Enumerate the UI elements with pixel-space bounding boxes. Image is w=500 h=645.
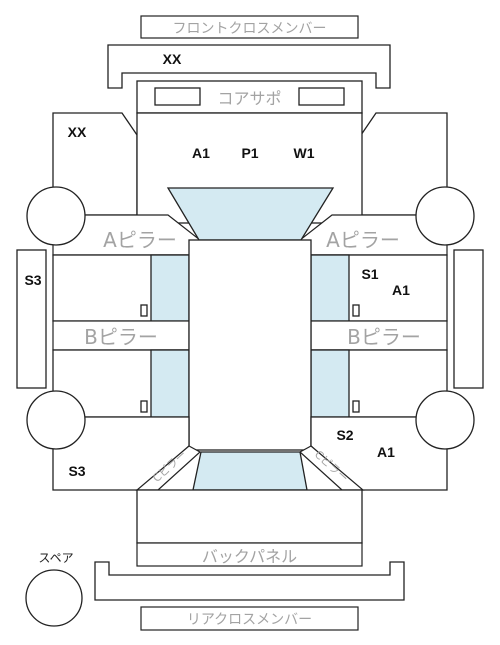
right-front-door-glass [310,254,350,322]
roof [188,239,312,451]
rear-right-wheel [415,390,475,450]
rear-cross-member-label: リアクロスメンバー [187,612,312,628]
windshield [166,187,335,241]
left-rear-quarter-grade: S3 [68,463,85,479]
right-rear-door-handle [352,400,360,413]
right-front-door-grade-s: S1 [361,266,378,282]
a-pillar-left-label: Aピラー [103,228,177,252]
right-front-door-handle [352,304,360,317]
b-pillar-left-label: Bピラー [84,325,158,349]
back-panel-label: バックパネル [202,547,297,566]
front-cross-member-box [140,15,359,39]
rear-bumper-bracket [94,561,405,601]
a-pillar-right-label: Aピラー [326,228,400,252]
right-side-strip [453,249,484,389]
spare-label: スペア [38,551,73,565]
front-left-side-grade: XX [68,124,87,140]
front-right-wheel [415,186,475,246]
front-bumper-bracket [107,44,391,89]
left-rear-door-handle [140,400,148,413]
back-panel-band [136,542,363,567]
left-front-door-glass [150,254,190,322]
right-rear-door-grade-a: A1 [377,444,395,460]
core-support-right-slot [298,87,345,106]
rear-cross-member-box [140,606,359,631]
core-support-label: コアサポ [217,89,281,108]
hood-grade-a: A1 [192,145,210,161]
b-pillar-right-label: Bピラー [347,325,421,349]
hood-grade-p: P1 [241,145,258,161]
trunk-lid [136,489,363,544]
core-support-left-slot [154,87,201,106]
right-rear-door-glass [310,349,350,418]
front-cross-member-label: フロントクロスメンバー [173,21,327,37]
right-rear-door-grade-s: S2 [336,427,353,443]
rear-left-wheel [26,390,86,450]
rear-window [192,451,308,491]
right-front-door-grade-a: A1 [392,282,410,298]
left-side-strip [16,249,47,389]
left-side-upper-grade: S3 [24,272,41,288]
hood-grade-w: W1 [294,145,315,161]
b-pillar-right-band [310,320,448,351]
left-rear-door-glass [150,349,190,418]
spare-tire [25,569,83,627]
left-front-door-handle [140,304,148,317]
front-left-wheel [26,186,86,246]
front-member-grade: XX [163,51,182,67]
